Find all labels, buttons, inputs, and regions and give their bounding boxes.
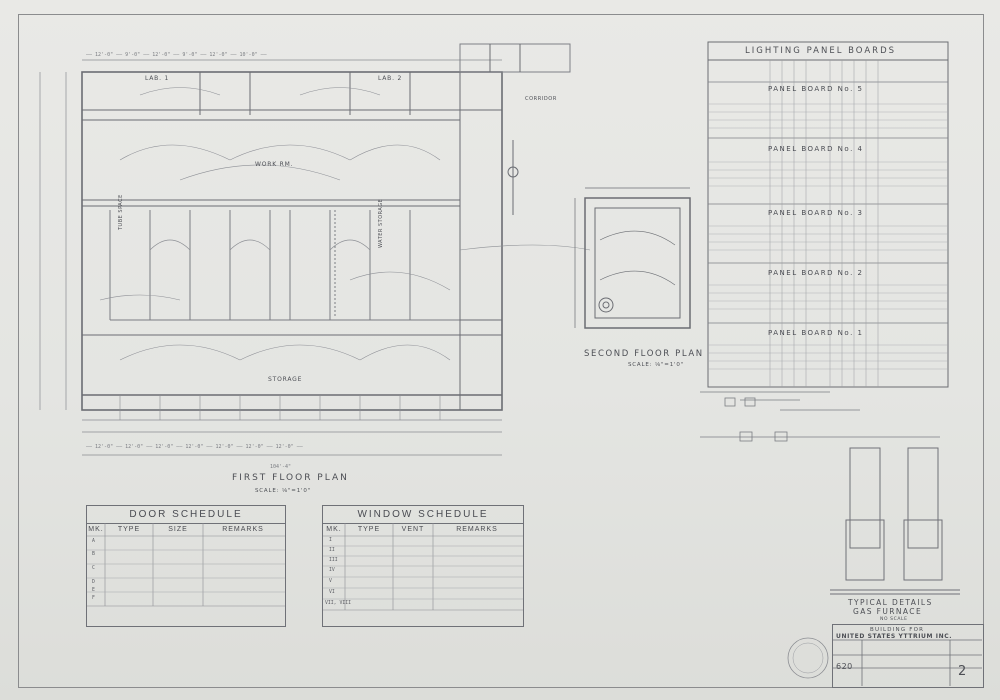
door-col-size: SIZE (168, 526, 188, 533)
title-block-job-no: 620 (836, 662, 853, 671)
door-mark-a: A (92, 539, 95, 544)
door-col-mark: MK. (88, 526, 104, 533)
window-mark-1: I (329, 538, 332, 543)
svg-text:104'-4": 104'-4" (270, 464, 291, 470)
room-lab1-label: LAB. 1 (145, 75, 170, 82)
panel-board-3-title: PANEL BOARD No. 3 (768, 209, 864, 217)
window-mark-6: VI (329, 590, 335, 595)
title-block (832, 624, 984, 688)
room-tube-space-label: TUBE SPACE (118, 194, 124, 230)
svg-text:—— 12'-0" —— 12'-0" —— 12'-0": —— 12'-0" —— 12'-0" —— 12'-0" —— 12'-0" … (86, 444, 304, 450)
panel-board-1-title: PANEL BOARD No. 1 (768, 329, 864, 337)
door-col-remarks: REMARKS (222, 526, 264, 533)
door-mark-d: D (92, 580, 95, 585)
window-schedule-grid (323, 523, 523, 611)
window-mark-7-8: VII, VIII (325, 601, 351, 606)
second-floor-plan-title: SECOND FLOOR PLAN (584, 349, 704, 359)
room-work-label: WORK RM. (255, 161, 294, 168)
window-col-vent: VENT (401, 526, 425, 533)
door-mark-e: E (92, 588, 95, 593)
window-col-type: TYPE (357, 526, 381, 533)
door-mark-c: C (92, 566, 95, 571)
door-mark-f: F (92, 596, 95, 601)
room-water-storage-label: WATER STORAGE (378, 198, 384, 248)
second-floor-plan-scale: SCALE: ⅛"=1'0" (628, 362, 684, 368)
door-schedule: DOOR SCHEDULE MK. TYPE SIZE REMARKS A B … (86, 505, 286, 627)
svg-text:—— 12'-0" —— 9'-0" —— 12'-0" —: —— 12'-0" —— 9'-0" —— 12'-0" —— 9'-0" ——… (86, 52, 268, 58)
typical-details-subtitle: GAS FURNACE (853, 607, 923, 616)
typical-details-title: TYPICAL DETAILS (848, 598, 933, 607)
door-mark-b: B (92, 552, 95, 557)
room-storage-label: STORAGE (268, 376, 303, 383)
window-col-remarks: REMARKS (456, 526, 498, 533)
window-mark-4: IV (329, 568, 335, 573)
door-col-type: TYPE (117, 526, 141, 533)
window-mark-5: V (329, 579, 332, 584)
door-schedule-grid (87, 523, 285, 607)
panel-board-4-title: PANEL BOARD No. 4 (768, 145, 864, 153)
first-floor-plan-title: FIRST FLOOR PLAN (232, 473, 349, 483)
panel-board-2-title: PANEL BOARD No. 2 (768, 269, 864, 277)
panel-board-5-title: PANEL BOARD No. 5 (768, 85, 864, 93)
title-block-sheet-no: 2 (958, 664, 967, 679)
window-col-mark: MK. (326, 526, 342, 533)
title-block-client: UNITED STATES YTTRIUM INC. (836, 633, 953, 640)
room-corridor-label: CORRIDOR (525, 96, 557, 102)
window-mark-3: III (329, 558, 338, 563)
window-mark-2: II (329, 548, 335, 553)
window-schedule-title: WINDOW SCHEDULE (323, 506, 523, 524)
typical-details-scale: NO SCALE (880, 617, 908, 622)
sheet-border (18, 14, 984, 688)
door-schedule-title: DOOR SCHEDULE (87, 506, 285, 524)
room-lab2-label: LAB. 2 (378, 75, 403, 82)
lighting-panel-title: LIGHTING PANEL BOARDS (745, 46, 897, 56)
first-floor-plan-scale: SCALE: ⅛"=1'0" (255, 488, 311, 494)
title-block-line1: BUILDING FOR (870, 627, 925, 633)
window-schedule: WINDOW SCHEDULE MK. TYPE VENT REMARKS I … (322, 505, 524, 627)
